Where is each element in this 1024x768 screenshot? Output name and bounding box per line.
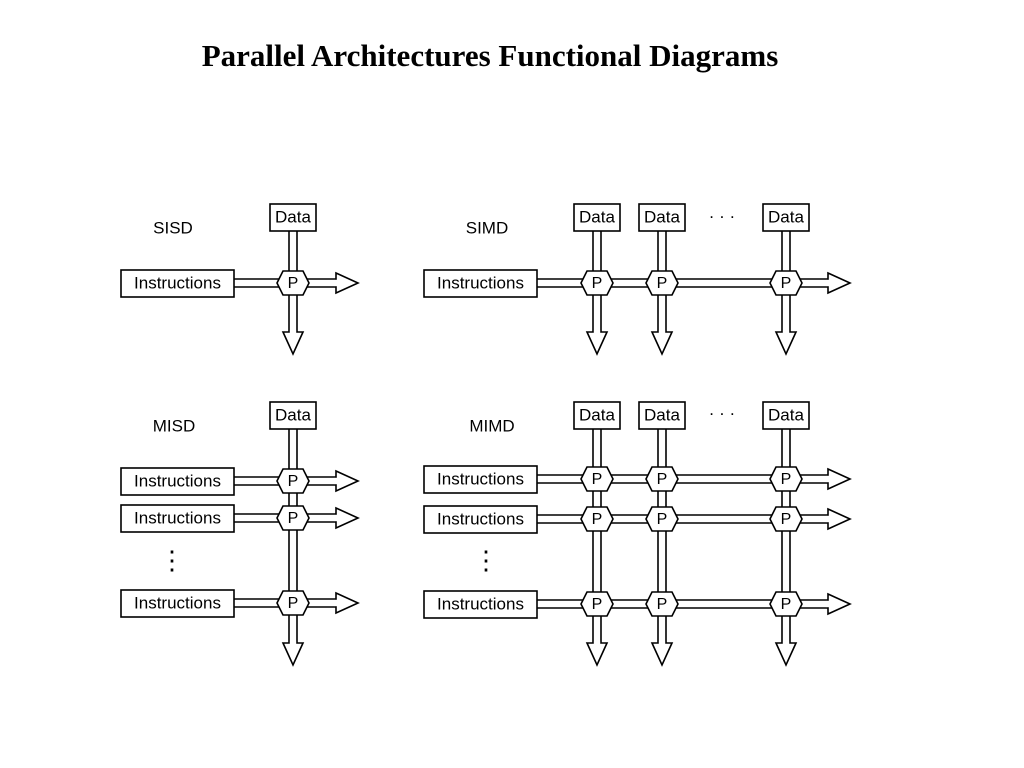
instructions-box — [120, 269, 235, 298]
instructions-box — [120, 504, 235, 533]
right-arrow-head — [827, 467, 852, 491]
horizontal-ellipsis: · · · — [709, 206, 735, 225]
processor-label: P — [657, 511, 668, 528]
processor-label: P — [781, 596, 792, 613]
data-box — [638, 203, 686, 232]
processor-node — [645, 270, 679, 296]
architecture-label: SISD — [153, 218, 193, 237]
architecture-label: SIMD — [466, 218, 509, 237]
processor-node — [580, 591, 614, 617]
down-arrow-head — [281, 331, 305, 356]
instructions-box-label: Instructions — [134, 508, 221, 527]
data-box-label: Data — [579, 405, 615, 424]
processor-node — [580, 466, 614, 492]
right-arrow-head — [827, 507, 852, 531]
processor-label: P — [288, 275, 299, 292]
processor-node — [580, 506, 614, 532]
data-box — [573, 401, 621, 430]
instructions-box — [423, 269, 538, 298]
right-arrow-head — [335, 271, 360, 295]
data-box-label: Data — [275, 405, 311, 424]
down-arrow-head — [650, 331, 674, 356]
processor-node — [769, 506, 803, 532]
processor-label: P — [288, 595, 299, 612]
down-arrow-head — [774, 331, 798, 356]
instructions-box-label: Instructions — [437, 469, 524, 488]
processor-label: P — [288, 473, 299, 490]
page-title: Parallel Architectures Functional Diagra… — [201, 38, 779, 73]
horizontal-ellipsis: · · · — [709, 403, 735, 422]
instructions-box-label: Instructions — [134, 273, 221, 292]
processor-node — [276, 468, 310, 494]
data-box-label: Data — [768, 405, 804, 424]
processor-label: P — [657, 275, 668, 292]
data-box-label: Data — [768, 207, 804, 226]
processor-node — [769, 466, 803, 492]
data-box-label: Data — [644, 207, 680, 226]
instructions-box — [120, 589, 235, 618]
processor-label: P — [592, 511, 603, 528]
processor-node — [769, 270, 803, 296]
vertical-ellipsis: ⋮ — [159, 545, 185, 575]
data-box — [762, 203, 810, 232]
data-box — [762, 401, 810, 430]
processor-node — [276, 270, 310, 296]
processor-node — [645, 506, 679, 532]
data-box — [638, 401, 686, 430]
instructions-box — [423, 590, 538, 619]
data-box — [269, 203, 317, 232]
data-box — [269, 401, 317, 430]
right-arrow-head — [335, 591, 360, 615]
processor-label: P — [592, 275, 603, 292]
processor-node — [580, 270, 614, 296]
instructions-box-label: Instructions — [437, 594, 524, 613]
instructions-box-label: Instructions — [437, 509, 524, 528]
down-arrow-head — [281, 642, 305, 667]
processor-label: P — [592, 596, 603, 613]
processor-node — [276, 505, 310, 531]
processor-node — [769, 591, 803, 617]
down-arrow-head — [585, 331, 609, 356]
processor-label: P — [592, 471, 603, 488]
processor-label: P — [657, 471, 668, 488]
data-box-label: Data — [275, 207, 311, 226]
architecture-label: MIMD — [469, 416, 514, 435]
instructions-box-label: Instructions — [134, 471, 221, 490]
instructions-box — [120, 467, 235, 496]
instructions-box — [423, 465, 538, 494]
processor-label: P — [288, 510, 299, 527]
diagram-misd: MISDDataInstructionsInstructionsInstruct… — [120, 401, 360, 667]
processor-label: P — [781, 275, 792, 292]
architecture-label: MISD — [153, 416, 196, 435]
down-arrow-head — [774, 642, 798, 667]
data-box — [573, 203, 621, 232]
data-box-label: Data — [644, 405, 680, 424]
data-box-label: Data — [579, 207, 615, 226]
right-arrow-head — [827, 271, 852, 295]
processor-node — [645, 591, 679, 617]
instructions-box-label: Instructions — [134, 593, 221, 612]
instructions-box — [423, 505, 538, 534]
instructions-box-label: Instructions — [437, 273, 524, 292]
right-arrow-head — [335, 506, 360, 530]
processor-node — [276, 590, 310, 616]
processor-label: P — [657, 596, 668, 613]
processor-label: P — [781, 471, 792, 488]
down-arrow-head — [650, 642, 674, 667]
processor-label: P — [781, 511, 792, 528]
processor-node — [645, 466, 679, 492]
right-arrow-head — [827, 592, 852, 616]
vertical-ellipsis: ⋮ — [473, 545, 499, 575]
down-arrow-head — [585, 642, 609, 667]
right-arrow-head — [335, 469, 360, 493]
